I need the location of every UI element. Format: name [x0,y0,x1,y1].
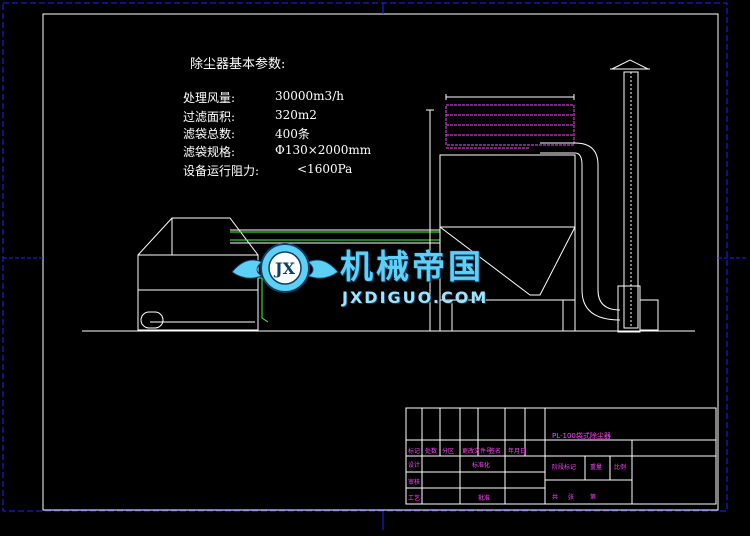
pre-separator-housing [137,217,259,331]
param-value: 30000m3/h [275,89,344,103]
drawing-frame-inner [42,13,719,511]
param-value: 320m2 [275,108,317,122]
tb-cell-label: 设计 [408,462,421,469]
bag-filter-body [426,109,576,331]
filter-bag-rows [445,104,575,149]
watermark: 机械帝国 JXDIGUO.COM [340,240,488,307]
exhaust-stack [610,59,650,329]
tb-cell-label: 共 [552,494,559,501]
title-block [405,407,717,505]
logo-letters: JX [273,259,296,278]
tb-cell-label: 标记 [408,448,421,455]
tb-cell-label: 张 [568,494,575,501]
tb-cell-label: 第 [590,494,597,501]
tb-cell-label: 更改文件号 [462,448,493,455]
tb-cell-label: 分区 [442,448,455,455]
tb-cell-label: 签名 [489,448,502,455]
watermark-logo: JX [231,243,339,293]
param-row: 处理风量: 30000m3/h [183,89,344,106]
tb-cell-label: 阶段标记 [552,464,577,471]
drawing-name: PL-100袋式除尘器 [552,432,611,440]
outlet-duct [540,142,659,333]
tb-cell-label: 批准 [478,495,491,502]
param-label: 过滤面积: [183,110,236,124]
param-value: 400条 [275,127,310,141]
param-row: 滤袋规格: Φ130×2000mm [183,143,371,160]
param-label: 滤袋总数: [183,127,236,141]
tb-cell-label: 审核 [408,479,421,486]
tb-cell-label: 比例 [614,464,627,471]
param-label: 设备运行阻力: [183,164,260,178]
param-value: <1600Pa [297,162,353,176]
inlet-duct-outline [230,229,440,244]
inlet-duct [230,231,440,323]
tb-cell-label: 处数 [425,448,438,455]
dimension-top [445,94,575,100]
param-value: Φ130×2000mm [275,143,372,157]
tb-cell-label: 年月日 [508,448,527,455]
param-row: 设备运行阻力: <1600Pa [183,162,352,179]
tb-cell-label: 重量 [590,464,603,471]
watermark-chinese: 机械帝国 [340,247,484,286]
param-row: 滤袋总数: 400条 [183,125,310,142]
param-label: 处理风量: [183,91,236,105]
tb-cell-label: 工艺 [408,495,421,502]
param-label: 滤袋规格: [183,145,236,159]
watermark-english: JXDIGUO.COM [342,288,489,307]
tb-cell-label: 标准化 [472,462,491,469]
parameters-title: 除尘器基本参数: [190,57,286,72]
drawing-frame-outer [2,2,728,512]
param-row: 过滤面积: 320m2 [183,108,317,125]
